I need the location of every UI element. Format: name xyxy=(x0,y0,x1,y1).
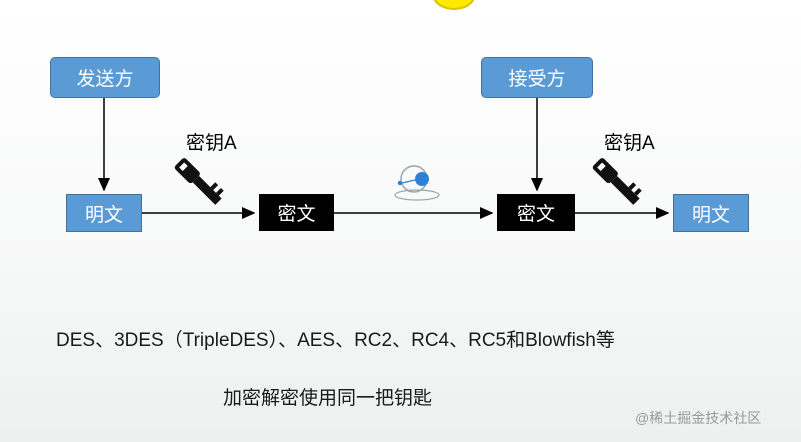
plaintext-right-label: 明文 xyxy=(691,204,730,226)
sender-label: 发送方 xyxy=(76,69,134,90)
key-left-label: 密钥A xyxy=(186,133,237,154)
plaintext-left-label: 明文 xyxy=(84,204,123,226)
ciphertext-left-label: 密文 xyxy=(277,204,316,225)
watermark-text: @稀土掘金技术社区 xyxy=(635,410,762,426)
note-text: 加密解密使用同一把钥匙 xyxy=(223,388,433,409)
plaintext-left-box: 明文 xyxy=(66,194,142,232)
key-left-icon xyxy=(174,158,224,205)
key-right-label: 密钥A xyxy=(604,133,655,154)
ciphertext-right-label: 密文 xyxy=(516,204,555,225)
ciphertext-right-box: 密文 xyxy=(497,194,575,231)
ciphertext-left-box: 密文 xyxy=(259,194,334,231)
algorithms-text: DES、3DES（TripleDES）、AES、RC2、RC4、RC5和Blow… xyxy=(56,330,615,351)
sender-box: 发送方 xyxy=(50,57,160,98)
key-right-icon xyxy=(592,158,642,205)
plaintext-right-box: 明文 xyxy=(673,194,749,232)
network-transmission-icon xyxy=(394,165,440,201)
receiver-box: 接受方 xyxy=(481,57,593,98)
receiver-label: 接受方 xyxy=(508,69,566,90)
